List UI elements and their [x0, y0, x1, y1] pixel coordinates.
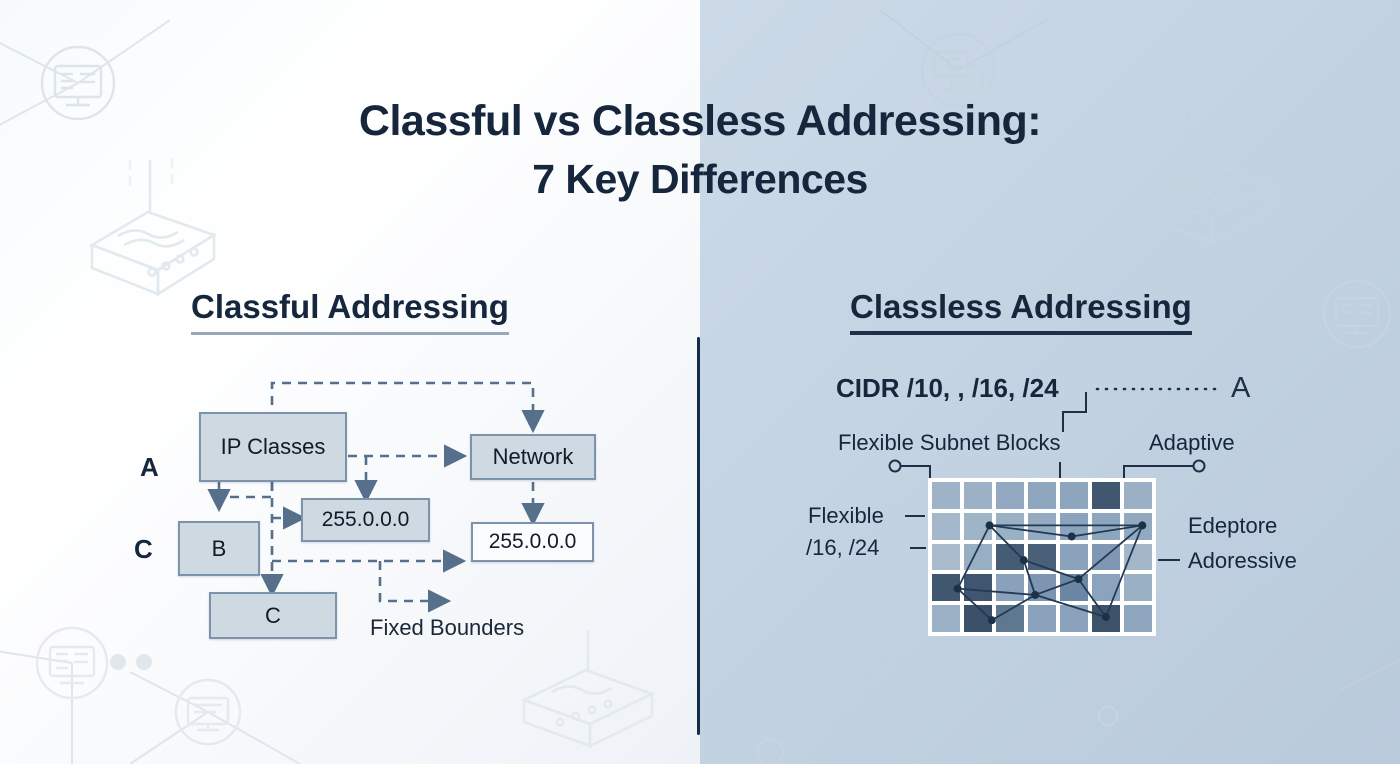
heatmap-cell — [1028, 605, 1056, 632]
row-label-c: C — [134, 534, 153, 564]
heatmap-cell — [932, 543, 960, 571]
title-line-2: 7 Key Differences — [532, 156, 868, 202]
heatmap-cell — [1060, 605, 1088, 632]
node-class-b[interactable]: B — [178, 521, 260, 576]
node-subnet-mask-right[interactable]: 255.0.0.0 — [471, 522, 594, 562]
label-adoressive: Adoressive — [1188, 548, 1297, 573]
right-panel-heading: Classless Addressing — [850, 288, 1192, 335]
node-class-c[interactable]: C — [209, 592, 337, 639]
label-flexible-subnet-blocks: Flexible Subnet Blocks — [838, 430, 1061, 455]
heatmap-cell — [1124, 543, 1152, 571]
heatmap-cell — [1124, 512, 1152, 540]
heatmap-cell — [964, 482, 992, 509]
heatmap-cell — [1092, 605, 1120, 632]
heatmap-cell — [1028, 482, 1056, 509]
heatmap-cell — [996, 605, 1024, 632]
heatmap-cell — [996, 543, 1024, 571]
row-label-a: A — [140, 452, 159, 482]
fixed-bounders-caption: Fixed Bounders — [370, 615, 525, 640]
heatmap-cell — [1092, 543, 1120, 571]
heatmap-cell — [996, 512, 1024, 540]
heatmap-cell — [964, 605, 992, 632]
heatmap-cell — [1124, 574, 1152, 602]
heatmap-cell — [1028, 574, 1056, 602]
heatmap-cell — [1060, 482, 1088, 509]
letter-a-label: A — [1231, 372, 1251, 404]
label-adaptive: Adaptive — [1149, 430, 1235, 455]
heatmap-cell — [1028, 512, 1056, 540]
right-heading-underline — [850, 331, 1192, 335]
left-panel-heading-text: Classful Addressing — [191, 288, 509, 325]
node-ip-classes[interactable]: IP Classes — [199, 412, 347, 482]
heatmap-cell — [1060, 574, 1088, 602]
label-prefixes: /16, /24 — [806, 535, 880, 560]
heatmap-cell — [964, 574, 992, 602]
left-heading-underline — [191, 332, 509, 335]
page-title: Classful vs Classless Addressing: 7 Key … — [0, 92, 1400, 208]
heatmap-cell — [932, 605, 960, 632]
classful-flow-diagram: A C IP Classes B C 255.0.0.0 Network 255… — [134, 381, 596, 640]
heatmap-cell — [932, 482, 960, 509]
heatmap-cell — [1028, 543, 1056, 571]
background-right-half — [700, 0, 1400, 764]
label-edeptore: Edeptore — [1188, 513, 1278, 538]
heatmap-cells — [932, 482, 1152, 632]
node-subnet-mask-left[interactable]: 255.0.0.0 — [301, 498, 430, 542]
heatmap-cell — [1092, 574, 1120, 602]
right-panel-heading-text: Classless Addressing — [850, 288, 1192, 325]
heatmap-cell — [1060, 543, 1088, 571]
flow-connectors — [207, 381, 545, 613]
vertical-divider — [697, 337, 700, 735]
heatmap-cell — [1124, 482, 1152, 509]
node-network[interactable]: Network — [470, 434, 596, 480]
heatmap-cell — [964, 512, 992, 540]
heatmap-cell — [1092, 512, 1120, 540]
left-panel-heading: Classful Addressing — [191, 288, 509, 335]
heatmap-cell — [996, 482, 1024, 509]
heatmap-cell — [996, 574, 1024, 602]
heatmap-cell — [932, 512, 960, 540]
heatmap-cell — [964, 543, 992, 571]
label-flexible: Flexible — [808, 503, 884, 528]
heatmap-cell — [1124, 605, 1152, 632]
heatmap-cell — [932, 574, 960, 602]
heatmap-cell — [1060, 512, 1088, 540]
heatmap-cell — [1092, 482, 1120, 509]
subnet-heatmap-grid[interactable] — [928, 478, 1156, 636]
title-line-1: Classful vs Classless Addressing: — [358, 97, 1042, 145]
cidr-label: CIDR /10, , /16, /24 — [836, 373, 1059, 403]
